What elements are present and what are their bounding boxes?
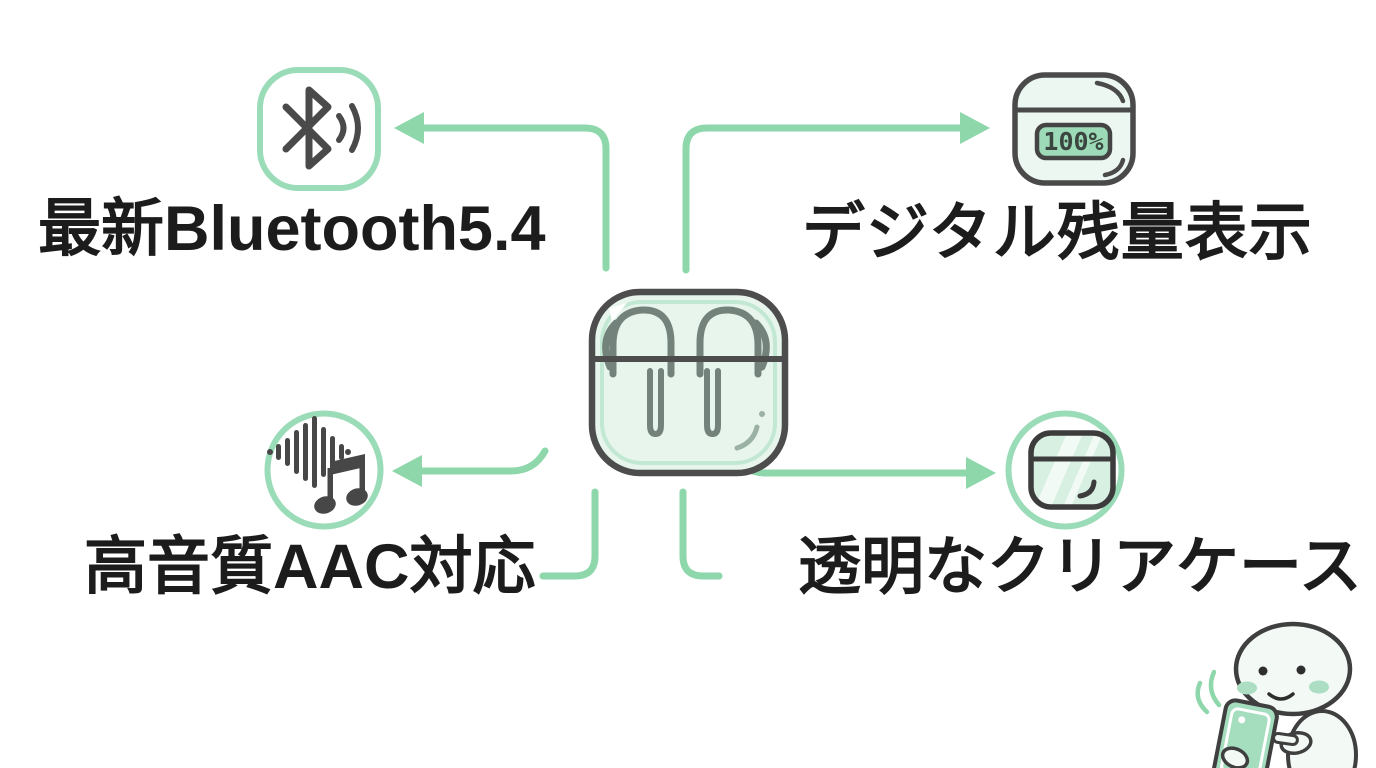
case-corner-shine bbox=[1077, 479, 1097, 499]
mascot-body bbox=[1286, 709, 1358, 768]
battery-percentage: 100% bbox=[1043, 127, 1103, 156]
earbuds-case-illustration bbox=[588, 288, 789, 477]
mascot-character bbox=[1195, 621, 1358, 768]
mascot-cheek-right bbox=[1309, 680, 1329, 694]
mascot-head bbox=[1233, 621, 1353, 717]
battery-display bbox=[1034, 122, 1113, 161]
mascot-eye-left bbox=[1258, 666, 1268, 676]
hook-line-to-aac-label bbox=[539, 488, 599, 580]
case-shine-mark bbox=[609, 303, 627, 322]
mascot-hand-holding bbox=[1220, 746, 1250, 768]
mascot-eye-right bbox=[1296, 665, 1306, 675]
arrow-line-to-aac bbox=[414, 447, 549, 475]
case-shine-top bbox=[1094, 80, 1126, 104]
arrowhead-right-top bbox=[960, 112, 990, 144]
soundwave-music-note-icon bbox=[264, 410, 384, 530]
hook-line-to-clear-case-label bbox=[679, 488, 723, 580]
mascot-hand-pointing bbox=[1272, 730, 1313, 756]
charging-case-battery-icon: 100% bbox=[1012, 72, 1136, 186]
case-bottom-shine bbox=[734, 424, 760, 451]
feature-label-battery: デジタル残量表示 bbox=[802, 198, 1313, 268]
mascot-mouth bbox=[1267, 692, 1295, 701]
feature-label-clear-case: 透明なクリアケース bbox=[798, 532, 1362, 602]
signal-wave-large bbox=[349, 103, 361, 153]
signal-wave-small bbox=[336, 113, 347, 143]
music-note bbox=[314, 454, 368, 514]
mascot-cheek-left bbox=[1237, 681, 1257, 695]
bluetooth-rune bbox=[282, 86, 332, 170]
arrowhead-left-mid bbox=[392, 455, 422, 487]
clear-case-icon bbox=[1005, 410, 1125, 530]
soundwave-bars bbox=[267, 416, 351, 488]
feature-label-aac: 高音質AAC対応 bbox=[84, 532, 536, 602]
feature-label-bluetooth: 最新Bluetooth5.4 bbox=[38, 194, 546, 264]
case-shine-bottom bbox=[1102, 157, 1126, 178]
glass-shine-stripes bbox=[1035, 433, 1103, 507]
bluetooth-icon bbox=[257, 67, 381, 191]
arrowhead-right-mid bbox=[966, 457, 996, 489]
earbuds bbox=[602, 306, 770, 437]
phone-signal-waves bbox=[1195, 669, 1222, 715]
arrowhead-left-top bbox=[394, 112, 424, 144]
